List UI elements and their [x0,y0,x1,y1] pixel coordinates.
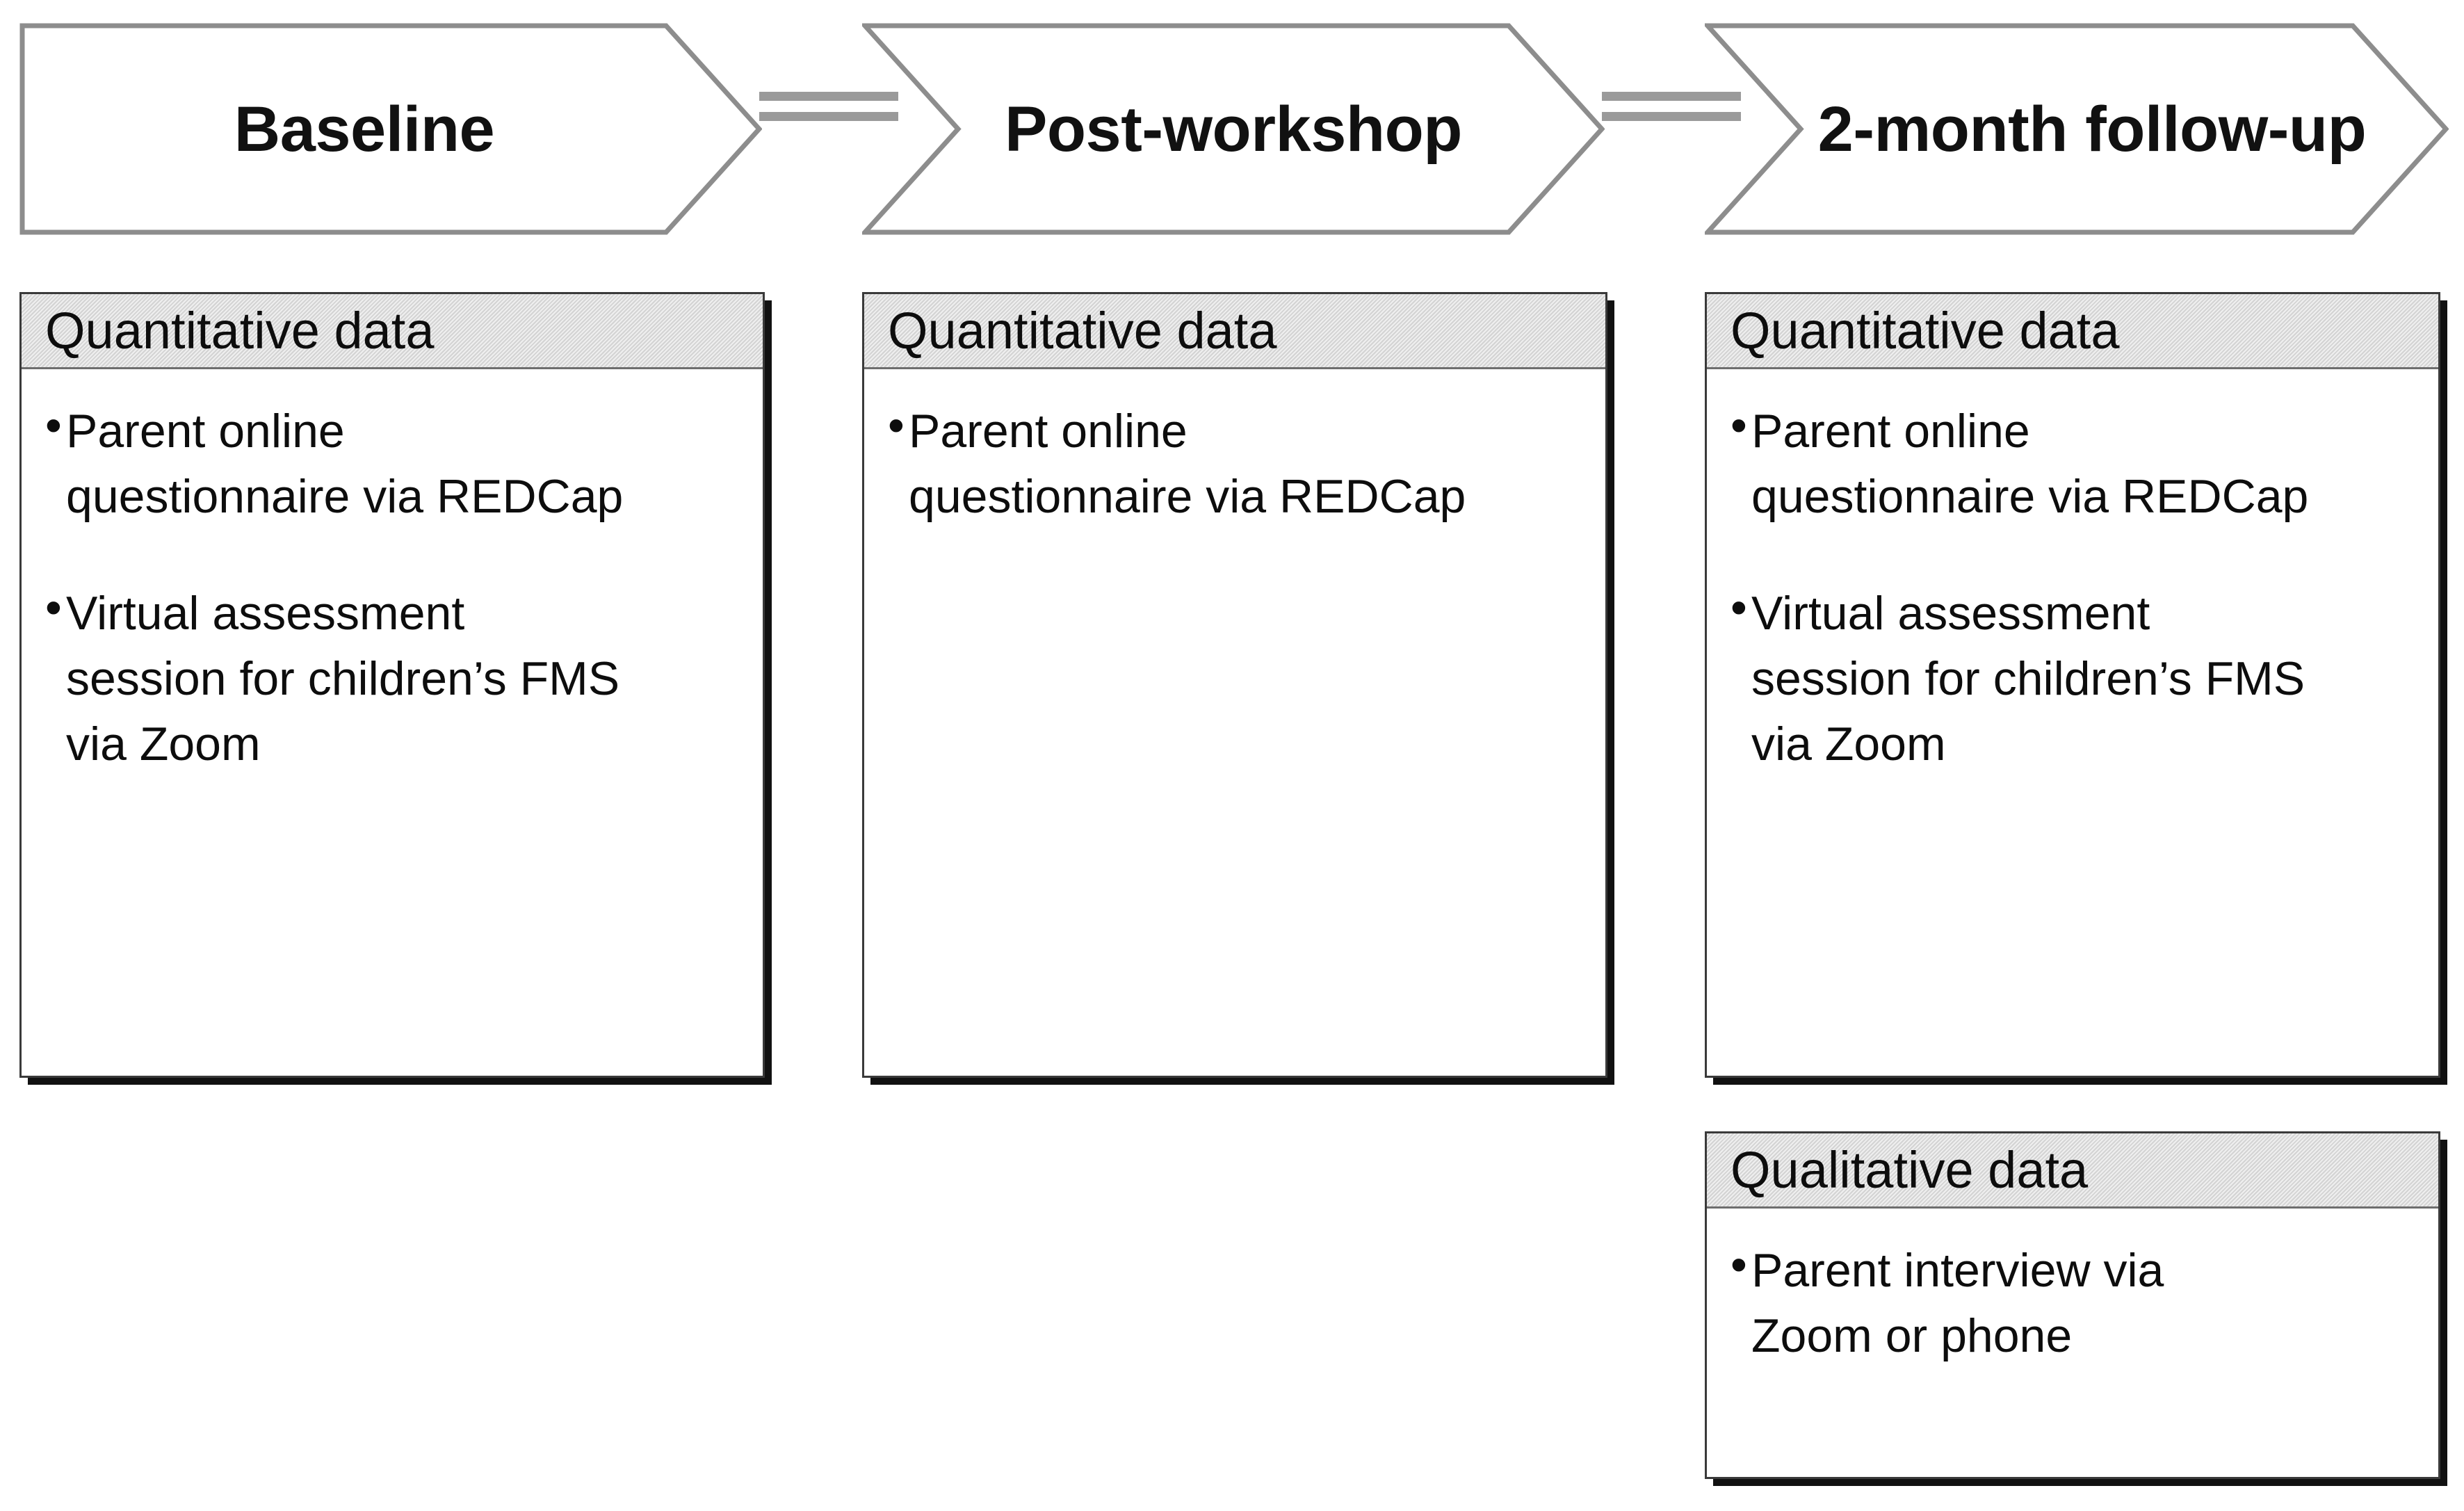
box-body: • Parent online questionnaire via REDCap… [22,369,763,791]
connector-bar-bottom [1602,112,1741,121]
quantitative-data-box-post-workshop: Quantitative data • Parent online questi… [862,292,1607,1078]
connector-bar-top [759,92,898,101]
list-item: • Parent online questionnaire via REDCap [1731,398,2417,529]
bullet-dot-icon: • [1731,581,1747,634]
qualitative-data-box-follow-up: Qualitative data • Parent interview via … [1705,1131,2440,1479]
timeline-step-baseline[interactable]: Baseline [19,23,762,235]
timeline-step-label: Post-workshop [1005,93,1462,165]
box-header: Quantitative data [22,294,763,369]
bullet-dot-icon: • [1731,399,1747,452]
quantitative-data-box-follow-up: Quantitative data • Parent online questi… [1705,292,2440,1078]
quantitative-data-box-baseline: Quantitative data • Parent online questi… [19,292,765,1078]
list-item-text: Virtual assessment session for children’… [66,587,620,770]
box-body: • Parent online questionnaire via REDCap… [1707,369,2438,791]
timeline-connector-1 [759,92,898,121]
list-item-text: Parent interview via Zoom or phone [1751,1244,2164,1362]
box-header: Quantitative data [864,294,1605,369]
box-header-title: Quantitative data [888,301,1277,359]
box-header-title: Quantitative data [1731,301,2120,359]
box-header-title: Quantitative data [45,301,435,359]
list-item-text: Parent online questionnaire via REDCap [909,405,1466,523]
connector-bar-top [1602,92,1741,101]
box-body: • Parent interview via Zoom or phone [1707,1209,2438,1382]
bullet-dot-icon: • [888,399,905,452]
timeline-step-2-month-follow-up[interactable]: 2-month follow-up [1705,23,2449,235]
box-header: Quantitative data [1707,294,2438,369]
connector-bar-bottom [759,112,898,121]
list-item-text: Virtual assessment session for children’… [1751,587,2305,770]
bullet-dot-icon: • [1731,1238,1747,1291]
list-item: • Parent online questionnaire via REDCap [888,398,1584,529]
timeline-connector-2 [1602,92,1741,121]
bullet-dot-icon: • [45,581,62,634]
box-header: Qualitative data [1707,1133,2438,1209]
box-body: • Parent online questionnaire via REDCap [864,369,1605,543]
list-item: • Parent online questionnaire via REDCap [45,398,742,529]
chevron-shape-icon [1705,23,2449,235]
timeline-step-label: Baseline [234,93,495,165]
chevron-shape-icon [862,23,1605,235]
list-item: • Parent interview via Zoom or phone [1731,1238,2417,1368]
timeline-step-post-workshop[interactable]: Post-workshop [862,23,1605,235]
list-item-text: Parent online questionnaire via REDCap [1751,405,2309,523]
list-item-text: Parent online questionnaire via REDCap [66,405,624,523]
list-item: • Virtual assessment session for childre… [1731,581,2417,777]
bullet-dot-icon: • [45,399,62,452]
list-item: • Virtual assessment session for childre… [45,581,742,777]
chevron-shape-icon [19,23,762,235]
box-header-title: Qualitative data [1731,1140,2089,1199]
timeline-step-label: 2-month follow-up [1817,93,2367,165]
